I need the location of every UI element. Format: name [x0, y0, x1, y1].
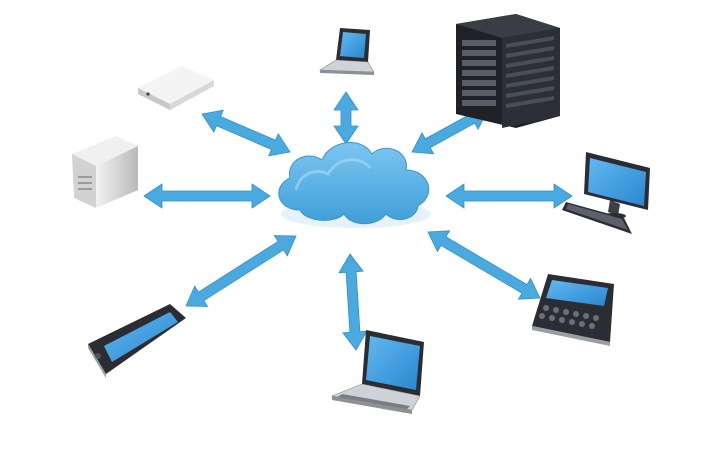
network-appliance-icon [138, 66, 214, 110]
laptop-icon [330, 330, 424, 414]
bidirectional-arrow [445, 183, 573, 209]
connection-arrows [143, 91, 573, 351]
smartphone-icon [88, 304, 186, 378]
bidirectional-arrow [143, 183, 271, 209]
tower-server-icon [72, 136, 138, 208]
server-rack-icon [456, 14, 560, 128]
bidirectional-arrow [333, 91, 359, 145]
bidirectional-arrow [201, 109, 291, 157]
smartphone-keyboard-icon [532, 274, 614, 346]
bidirectional-arrow [338, 253, 368, 351]
cloud-icon [278, 142, 431, 228]
bidirectional-arrow [185, 235, 297, 307]
bidirectional-arrow [427, 230, 541, 300]
desktop-monitor-icon [562, 152, 650, 234]
laptop-icon [319, 28, 375, 75]
